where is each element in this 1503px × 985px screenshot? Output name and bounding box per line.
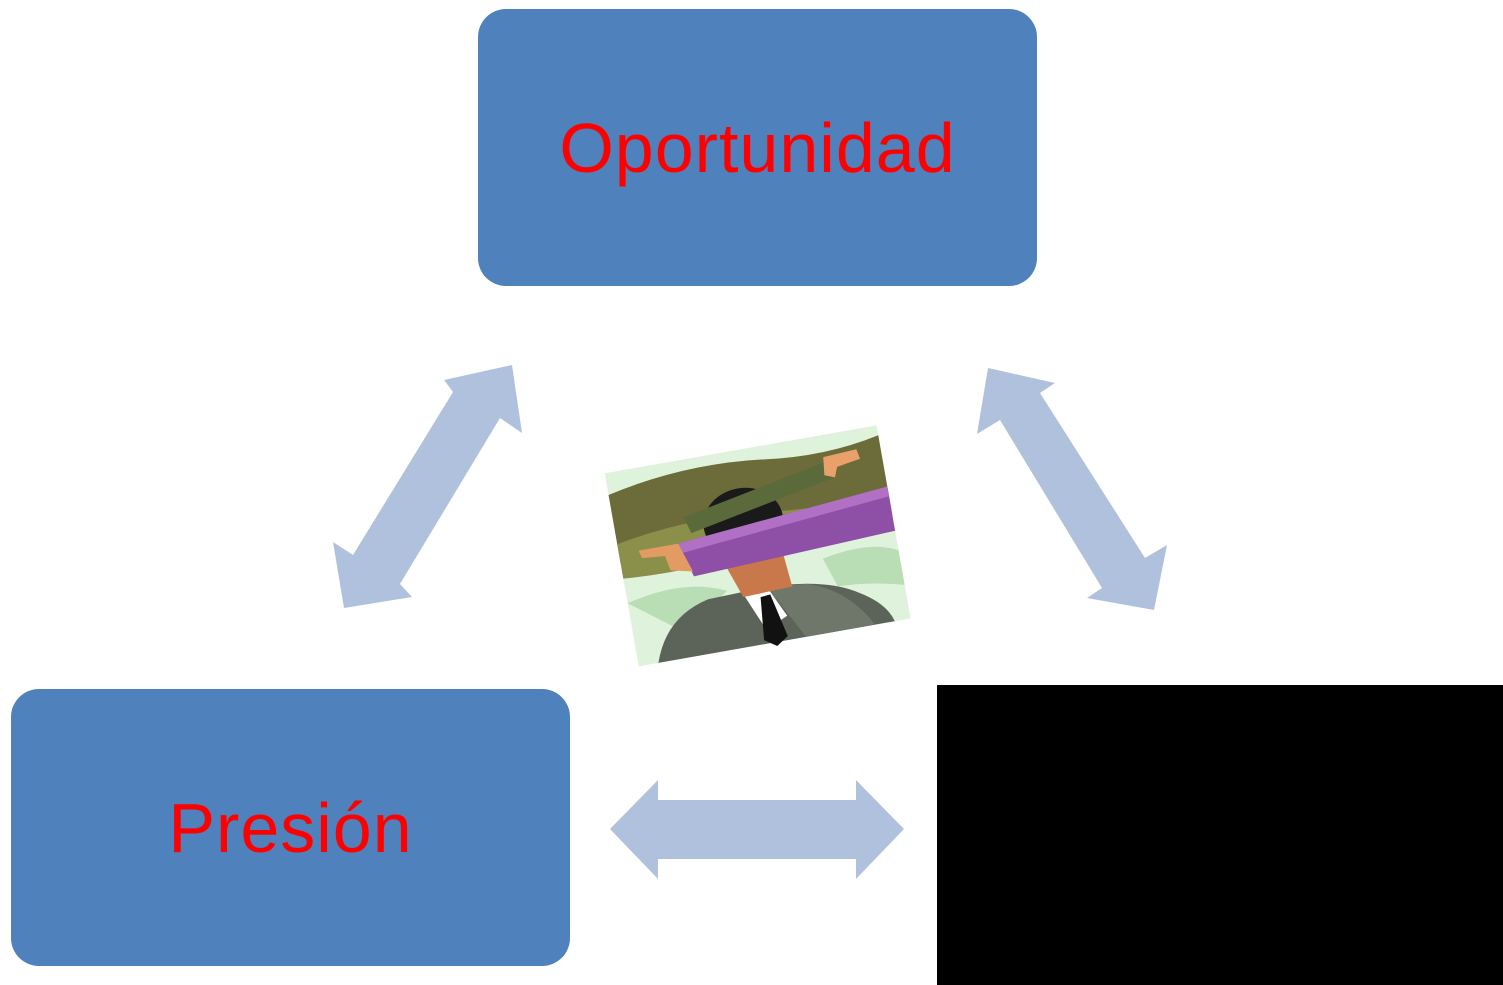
node-redacted xyxy=(937,685,1503,985)
arrow-top-right xyxy=(977,368,1167,610)
arrow-bottom xyxy=(610,780,904,879)
node-presion: Presión xyxy=(11,689,570,966)
node-oportunidad: Oportunidad xyxy=(478,9,1037,286)
node-presion-label: Presión xyxy=(168,788,413,867)
arrow-top-left xyxy=(333,365,522,608)
node-oportunidad-label: Oportunidad xyxy=(559,108,956,187)
